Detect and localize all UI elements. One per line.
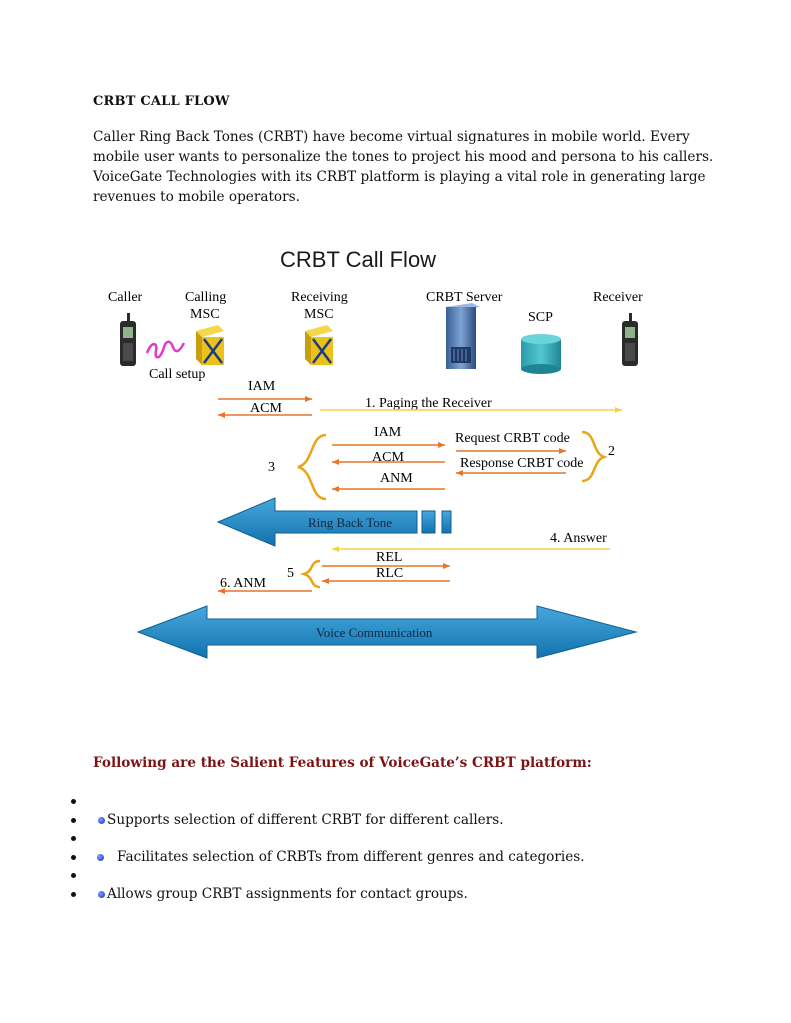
bullet-icon <box>71 817 76 823</box>
list-item: Supports selection of different CRBT for… <box>0 811 791 830</box>
voice-communication-arrow <box>136 605 638 659</box>
crbt-call-flow-diagram: CRBT Call Flow Caller Calling MSC Receiv… <box>108 247 643 659</box>
entity-label-scp: SCP <box>528 310 553 325</box>
step-label-5: 5 <box>287 566 294 581</box>
blue-bullet-icon <box>97 853 104 861</box>
page-title: CRBT CALL FLOW <box>93 94 230 109</box>
bullet-icon <box>71 891 76 897</box>
intro-line: mobile user wants to personalize the ton… <box>93 149 714 165</box>
ring-back-tone-arrow <box>216 497 452 547</box>
call-setup-label: Call setup <box>149 367 205 382</box>
intro-line: VoiceGate Technologies with its CRBT pla… <box>93 169 706 185</box>
msg-label-voice-communication: Voice Communication <box>316 625 433 640</box>
entity-label-crbt-server: CRBT Server <box>426 290 503 305</box>
brace-5 <box>299 559 321 589</box>
receiving-msc-box-icon <box>305 325 333 365</box>
msg-label-acm-1: ACM <box>250 401 282 416</box>
msg-label-answer: 4. Answer <box>550 531 607 546</box>
list-item: Allows group CRBT assignments for contac… <box>0 885 791 904</box>
msg-label-rlc: RLC <box>376 566 403 581</box>
list-item: Facilitates selection of CRBTs from diff… <box>0 848 791 867</box>
diagram-title: CRBT Call Flow <box>280 247 436 272</box>
receiver-phone-icon <box>622 313 638 366</box>
list-item <box>0 792 791 811</box>
msg-label-anm-6: 6. ANM <box>220 576 266 591</box>
list-item-text: Facilitates selection of CRBTs from diff… <box>117 848 585 865</box>
features-heading: Following are the Salient Features of Vo… <box>93 755 592 771</box>
step-label-3: 3 <box>268 460 275 475</box>
brace-2 <box>581 430 608 483</box>
bullet-icon <box>71 854 76 860</box>
bullet-icon <box>71 799 76 804</box>
list-item <box>0 829 791 848</box>
bullet-icon <box>71 873 76 878</box>
msg-label-ring-back-tone: Ring Back Tone <box>308 515 392 530</box>
blue-bullet-icon <box>98 816 105 824</box>
msg-label-paging: 1. Paging the Receiver <box>365 396 492 411</box>
caller-phone-icon <box>120 313 136 366</box>
features-list: Supports selection of different CRBT for… <box>0 792 791 903</box>
msg-label-response-code: Response CRBT code <box>460 456 583 471</box>
entity-label-calling-msc: MSC <box>190 307 220 322</box>
scp-database-icon <box>521 334 561 374</box>
intro-paragraph: Caller Ring Back Tones (CRBT) have becom… <box>93 127 713 207</box>
msg-label-anm-1: ANM <box>380 471 413 486</box>
intro-line: revenues to mobile operators. <box>93 189 300 205</box>
crbt-server-icon <box>446 303 480 369</box>
msg-label-rel: REL <box>376 550 402 565</box>
msg-label-iam-2: IAM <box>374 425 402 440</box>
step-label-2: 2 <box>608 444 615 459</box>
entity-label-receiving-msc: MSC <box>304 307 334 322</box>
call-setup-squiggle <box>145 340 186 359</box>
list-item-text: Supports selection of different CRBT for… <box>107 811 504 828</box>
entity-label-receiver: Receiver <box>593 290 643 305</box>
msg-label-iam-1: IAM <box>248 379 276 394</box>
blue-bullet-icon <box>98 890 105 898</box>
entity-label-receiving: Receiving <box>291 290 348 305</box>
calling-msc-box-icon <box>196 325 224 365</box>
list-item <box>0 866 791 885</box>
entity-label-calling: Calling <box>185 290 226 305</box>
entity-label-caller: Caller <box>108 290 143 305</box>
msg-label-request-code: Request CRBT code <box>455 431 570 446</box>
list-item-text: Allows group CRBT assignments for contac… <box>107 885 468 902</box>
brace-3 <box>297 433 327 501</box>
bullet-icon <box>71 836 76 841</box>
intro-line: Caller Ring Back Tones (CRBT) have becom… <box>93 129 690 145</box>
